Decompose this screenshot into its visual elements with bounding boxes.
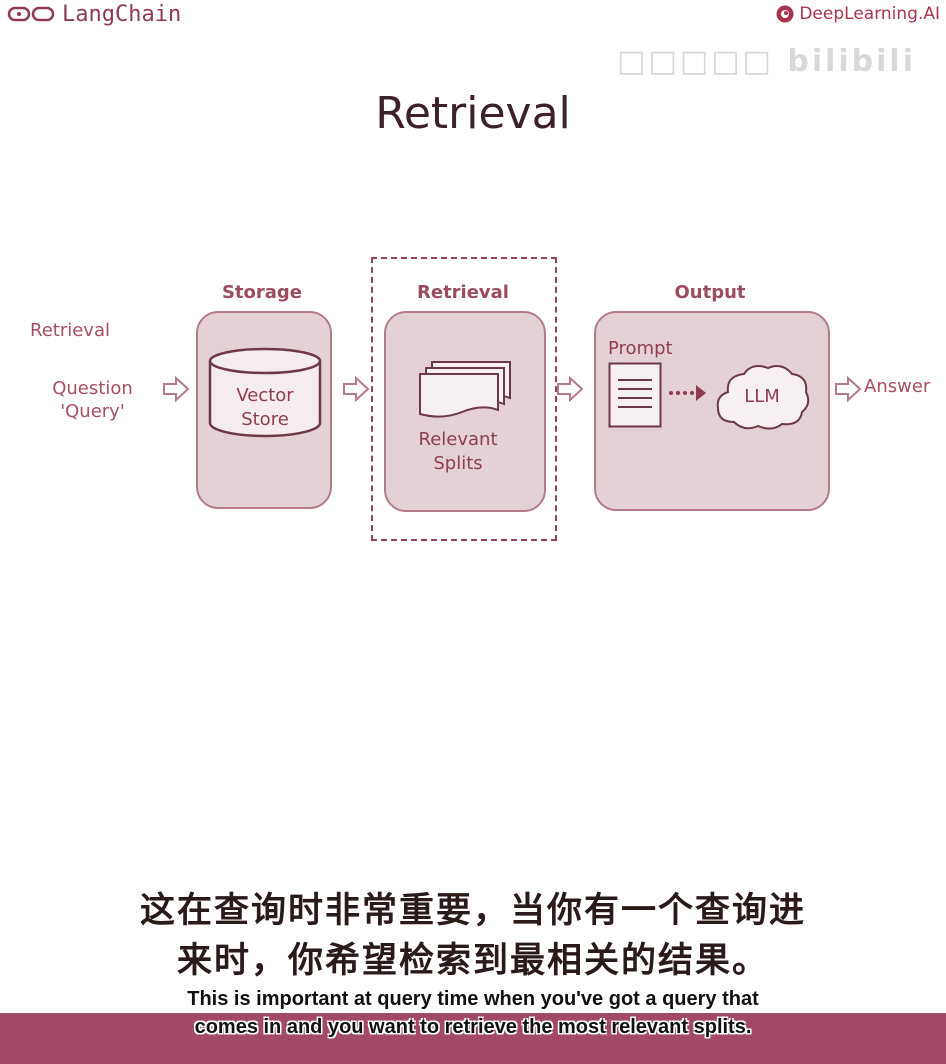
retrieval-highlight-frame	[371, 257, 557, 541]
relevant-splits-line1: Relevant	[418, 429, 498, 450]
storage-heading: Storage	[221, 282, 303, 303]
answer-label: Answer	[864, 376, 931, 397]
document-stack-icon	[419, 361, 511, 418]
subtitle-bar	[0, 1013, 946, 1064]
vector-store-line1: Vector	[236, 385, 294, 406]
arrow-right-icon	[343, 376, 370, 402]
llm-label: LLM	[744, 386, 780, 407]
retrieval-heading: Retrieval	[417, 282, 509, 303]
dotted-arrow-icon	[669, 385, 706, 401]
langchain-brand-text: LangChain	[62, 1, 182, 27]
deeplearning-brand-text: DeepLearning.AI	[799, 4, 940, 24]
parrot-link-icon	[7, 6, 55, 22]
english-subtitle-line1: This is important at query time when you…	[187, 988, 759, 1010]
side-label-retrieval: Retrieval	[30, 320, 110, 341]
database-cylinder-icon	[208, 347, 322, 438]
output-heading: Output	[674, 282, 746, 303]
llm-cloud-icon	[716, 365, 810, 430]
langchain-logo: LangChain	[6, 0, 181, 28]
chinese-subtitle-line2: 来时，你希望检索到最相关的结果。	[176, 941, 769, 981]
prompt-document-icon	[608, 362, 662, 428]
slide-title: Retrieval	[375, 88, 571, 139]
question-label-line2: 'Query'	[60, 401, 125, 422]
vector-store-label: Vector Store	[208, 384, 322, 432]
question-label: Question 'Query'	[40, 378, 145, 422]
relevant-splits-line2: Splits	[433, 453, 483, 474]
relevant-splits-label: Relevant Splits	[384, 428, 532, 476]
prompt-label: Prompt	[608, 338, 673, 359]
arrow-right-icon	[557, 376, 584, 402]
english-subtitle-line2: comes in and you want to retrieve the mo…	[194, 1016, 752, 1038]
deeplearning-swirl-icon	[776, 5, 794, 23]
bilibili-watermark: □□□□□ bilibili	[617, 44, 916, 79]
arrow-right-icon	[835, 376, 862, 402]
chinese-subtitle-line1: 这在查询时非常重要，当你有一个查询进	[139, 891, 806, 931]
question-label-line1: Question	[52, 378, 133, 399]
arrow-right-icon	[163, 376, 190, 402]
vector-store-line2: Store	[241, 409, 289, 430]
deeplearning-logo: DeepLearning.AI	[775, 2, 940, 26]
